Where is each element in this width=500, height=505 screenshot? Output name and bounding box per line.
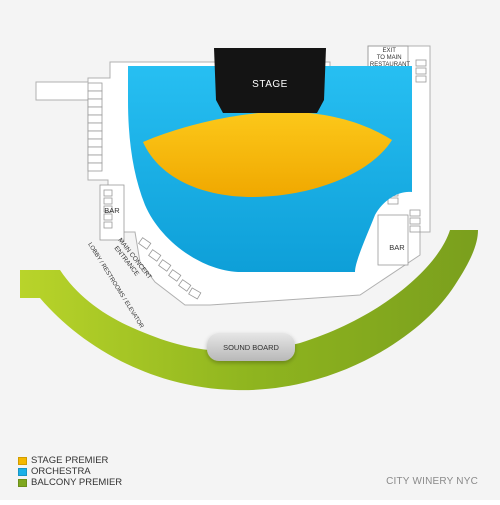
stage [214,48,326,113]
legend-label: STAGE PREMIER [31,455,109,466]
legend-label: ORCHESTRA [31,466,91,477]
legend-item-balcony-premier: BALCONY PREMIER [18,477,122,488]
sound-board-label: SOUND BOARD [223,343,279,352]
stairs-left [87,82,103,172]
legend-swatch [18,467,27,476]
legend-item-orchestra: ORCHESTRA [18,466,122,477]
section-stage-premier[interactable] [143,111,392,197]
venue-name: CITY WINERY NYC [386,476,478,487]
legend: STAGE PREMIER ORCHESTRA BALCONY PREMIER [18,455,122,488]
legend-swatch [18,478,27,487]
stage-label: STAGE [252,79,288,90]
bar-left-area [99,184,125,241]
bar-right-area [377,189,421,266]
bar-right-label: BAR [389,243,405,252]
legend-item-stage-premier: STAGE PREMIER [18,455,122,466]
legend-label: BALCONY PREMIER [31,477,123,488]
bar-left-label: BAR [104,206,120,215]
exit-label: EXIT TO MAIN RESTAURANT [370,48,411,68]
entrance-stairs [138,237,202,300]
legend-swatch [18,456,27,465]
section-balcony-premier[interactable] [20,230,478,391]
sound-board [207,333,295,361]
